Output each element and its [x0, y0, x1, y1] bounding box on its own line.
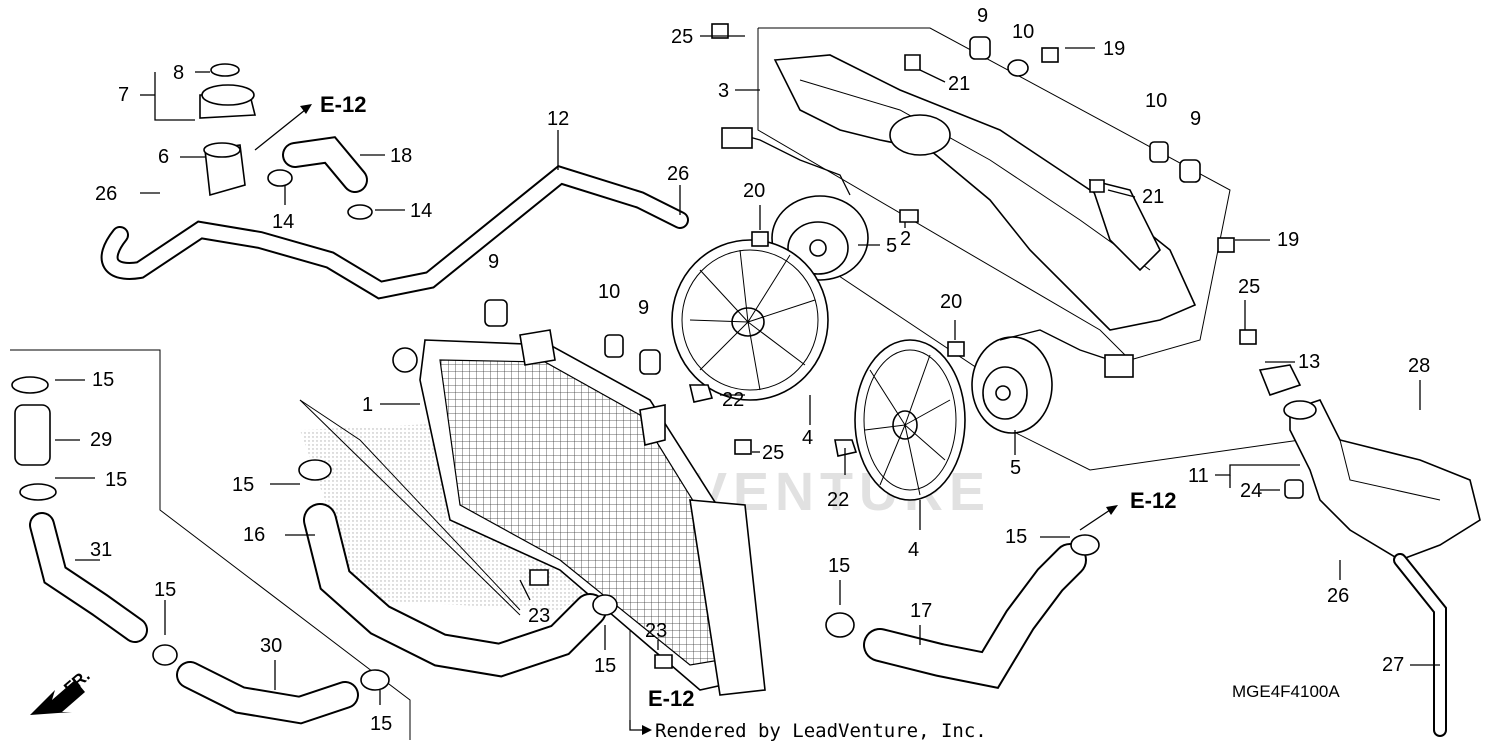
reservoir-tank[interactable]	[1258, 364, 1481, 561]
callout-13: 13	[1298, 351, 1320, 373]
callout-15: 15	[232, 474, 254, 496]
callout-7: 7	[118, 84, 129, 106]
callout-10: 10	[1145, 90, 1167, 112]
callout-15: 15	[154, 579, 176, 601]
callout-4: 4	[908, 539, 919, 561]
reference-arrows	[254, 104, 1118, 735]
diagram-code: MGE4F4100A	[1232, 682, 1340, 701]
callout-10: 10	[1012, 21, 1034, 43]
callout-25: 25	[671, 26, 693, 48]
hose-29[interactable]	[14, 404, 51, 466]
callout-9: 9	[977, 5, 988, 27]
callout-10: 10	[598, 281, 620, 303]
callout-26: 26	[667, 163, 689, 185]
credit-line: Rendered by LeadVenture, Inc.	[655, 720, 987, 742]
hose-18[interactable]	[282, 136, 368, 193]
callout-11: 11	[1188, 465, 1209, 487]
callout-22: 22	[827, 489, 849, 511]
callout-5: 5	[886, 235, 897, 257]
assembly-outlines	[10, 27, 1301, 740]
callout-23: 23	[645, 620, 667, 642]
callout-15: 15	[370, 713, 392, 735]
callout-9: 9	[1190, 108, 1201, 130]
front-direction-marker: FR.	[30, 666, 94, 715]
callout-2: 2	[900, 228, 911, 250]
callout-20: 20	[940, 291, 962, 313]
callout-22: 22	[722, 389, 744, 411]
callout-15: 15	[594, 655, 616, 677]
callout-labels: 25 9 10 19 3 21 8 7 12 6 18 26 14 14 26 …	[90, 5, 1430, 735]
fan-blade-upper[interactable]	[671, 239, 829, 401]
callout-21: 21	[948, 73, 970, 95]
callout-30: 30	[260, 635, 282, 657]
callout-25: 25	[762, 442, 784, 464]
reference-e12-top: E-12	[320, 92, 366, 117]
hose-16[interactable]	[303, 503, 607, 678]
callout-28: 28	[1408, 355, 1430, 377]
callout-26: 26	[1327, 585, 1349, 607]
callout-17: 17	[910, 600, 932, 622]
hose-17[interactable]	[863, 543, 1087, 690]
hose-27[interactable]	[1393, 553, 1447, 737]
callout-15: 15	[92, 369, 114, 391]
callout-23: 23	[528, 605, 550, 627]
callout-27: 27	[1382, 654, 1404, 676]
hose-30[interactable]	[176, 661, 359, 725]
callout-9: 9	[638, 297, 649, 319]
callout-8: 8	[173, 62, 184, 84]
clamps	[11, 169, 1100, 691]
callout-14: 14	[272, 211, 294, 233]
callout-3: 3	[718, 80, 729, 102]
callout-15: 15	[105, 469, 127, 491]
leader-lines	[55, 35, 1440, 705]
fasteners	[484, 23, 1304, 669]
fan-blade-lower[interactable]	[854, 339, 966, 501]
hose-31[interactable]	[29, 512, 148, 643]
callout-24: 24	[1240, 480, 1262, 502]
callout-15: 15	[1005, 526, 1027, 548]
callout-9: 9	[488, 251, 499, 273]
callout-15: 15	[828, 555, 850, 577]
filler-neck[interactable]	[203, 142, 246, 197]
callout-20: 20	[743, 180, 765, 202]
callout-19: 19	[1277, 229, 1299, 251]
callout-25: 25	[1238, 276, 1260, 298]
callout-19: 19	[1103, 38, 1125, 60]
callout-1: 1	[362, 394, 373, 416]
hose-12[interactable]	[100, 164, 689, 300]
callout-14: 14	[410, 200, 432, 222]
callout-29: 29	[90, 429, 112, 451]
callout-18: 18	[390, 145, 412, 167]
fan-shroud[interactable]	[773, 54, 1197, 331]
callout-4: 4	[802, 427, 813, 449]
callout-12: 12	[547, 108, 569, 130]
callout-31: 31	[90, 539, 112, 561]
reference-e12-right: E-12	[1130, 488, 1176, 513]
callout-26: 26	[95, 183, 117, 205]
reference-e12-bottom: E-12	[648, 686, 694, 711]
callout-21: 21	[1142, 186, 1164, 208]
radiator[interactable]	[392, 329, 766, 696]
callout-16: 16	[243, 524, 265, 546]
filler-cap[interactable]	[199, 63, 257, 119]
callout-5: 5	[1010, 457, 1021, 479]
fan-motor-lower[interactable]	[971, 329, 1134, 434]
callout-6: 6	[158, 146, 169, 168]
